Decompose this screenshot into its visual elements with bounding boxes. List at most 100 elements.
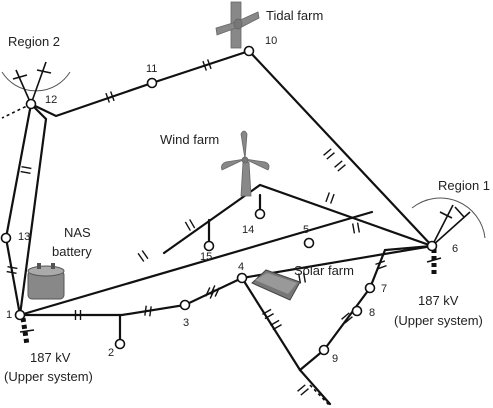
node-10 <box>243 45 255 57</box>
upper-system-left-desc: (Upper system) <box>4 369 93 384</box>
node-11 <box>146 77 158 89</box>
stub-12 <box>1 103 32 119</box>
upper-system-right-voltage: 187 kV <box>418 293 459 308</box>
nas-label-line2: battery <box>52 244 92 259</box>
battery-terminal-a <box>37 263 41 269</box>
wind-blade-right <box>244 158 270 171</box>
region-1-tick-a <box>439 211 453 219</box>
nodes <box>0 45 438 356</box>
switch-tick-2-1 <box>209 289 216 299</box>
switch-tick-17-0 <box>375 260 386 266</box>
switch-tick-14-0 <box>351 223 356 234</box>
line-11-10 <box>150 49 251 85</box>
region-1-line-a <box>431 204 454 247</box>
node-14 <box>254 208 266 220</box>
switch-tick-17-1 <box>376 264 387 270</box>
tidal-turbine-icon <box>215 1 260 49</box>
switch-tick-12-1 <box>329 193 335 204</box>
switch-tick-8-1 <box>326 152 335 160</box>
switch-tick-12-0 <box>325 192 331 203</box>
switch-tick-10-0 <box>137 252 145 262</box>
region-1-label: Region 1 <box>438 178 490 193</box>
switch-tick-6-1 <box>109 91 115 102</box>
switch-tick-4-0 <box>7 265 18 270</box>
upper-system-right <box>426 249 442 275</box>
node-6 <box>426 240 438 252</box>
switch-tick-19-0 <box>297 384 306 392</box>
region-boundaries <box>1 71 486 239</box>
region-1-boundary <box>411 197 486 239</box>
solar-panel-top <box>255 273 297 294</box>
switch-tick-9-1 <box>337 164 346 172</box>
region-2-tick-b <box>36 69 52 74</box>
node-label-5: 5 <box>303 224 309 236</box>
solar-panel-icon <box>251 269 301 301</box>
node-15 <box>203 240 215 252</box>
line-4-down <box>240 276 302 372</box>
switch-tick-19-1 <box>300 388 309 396</box>
switch-tick-3-1 <box>214 287 221 297</box>
wind-tower <box>240 161 252 197</box>
node-label-14: 14 <box>242 224 254 236</box>
region-1-connection <box>431 204 471 247</box>
node-label-8: 8 <box>369 307 375 319</box>
node-3 <box>179 299 191 311</box>
line-9-down <box>298 368 332 406</box>
switch-tick-11-1 <box>189 219 196 229</box>
node-label-15: 15 <box>200 251 212 263</box>
switch-ticks <box>6 59 387 396</box>
region-2-connection <box>12 61 52 105</box>
node-label-13: 13 <box>18 231 30 243</box>
region-2-tick-a <box>12 74 28 80</box>
switch-tick-15-1 <box>264 313 274 320</box>
node-9 <box>318 344 330 356</box>
wind-blade-left <box>221 158 246 171</box>
wind-hub <box>241 156 249 164</box>
switch-tick-13-1 <box>302 272 307 283</box>
nas-label-line1: NAS <box>64 225 91 240</box>
wind-turbine-icon <box>221 130 270 197</box>
switch-tick-7-0 <box>202 60 208 71</box>
line-1-6-battery <box>18 210 374 317</box>
node-12 <box>25 98 37 110</box>
line-10-6 <box>247 49 434 248</box>
upper-system-left <box>19 317 35 346</box>
node-label-1: 1 <box>6 309 12 321</box>
wind-farm-label: Wind farm <box>160 132 219 147</box>
switch-tick-18-0 <box>341 312 350 320</box>
switch-tick-10-1 <box>141 250 149 260</box>
region-2-label: Region 2 <box>8 34 60 49</box>
node-1 <box>14 309 26 321</box>
region-1-line-b <box>431 211 471 247</box>
line-wind-6 <box>162 183 434 255</box>
region-2-line-a <box>15 69 32 105</box>
node-label-3: 3 <box>183 317 189 329</box>
switch-tick-16-0 <box>270 319 280 326</box>
switch-tick-18-1 <box>344 316 353 324</box>
node-label-11: 11 <box>146 63 157 75</box>
line-continuations <box>1 103 331 407</box>
node-5 <box>303 237 315 249</box>
wind-blade-up <box>240 130 248 160</box>
tidal-hub <box>233 18 243 30</box>
node-label-12: 12 <box>45 94 57 106</box>
stub-9 <box>309 384 331 407</box>
switch-tick-5-1 <box>20 170 31 175</box>
node-label-7: 7 <box>381 283 387 295</box>
node-7 <box>364 282 376 294</box>
region-1-tick-b <box>454 206 465 218</box>
switch-tick-6-0 <box>105 92 111 103</box>
node-4 <box>236 272 248 284</box>
battery-terminal-b <box>51 263 55 269</box>
battery-icon <box>27 263 65 300</box>
switch-tick-14-1 <box>356 222 361 233</box>
switch-tick-16-1 <box>272 324 282 331</box>
line-12-1 <box>18 102 48 317</box>
line-12-11 <box>29 81 154 118</box>
switch-tick-7-1 <box>206 59 212 70</box>
switch-tick-11-0 <box>184 221 191 231</box>
switch-tick-1-0 <box>144 305 147 316</box>
tidal-farm-label: Tidal farm <box>266 8 323 23</box>
